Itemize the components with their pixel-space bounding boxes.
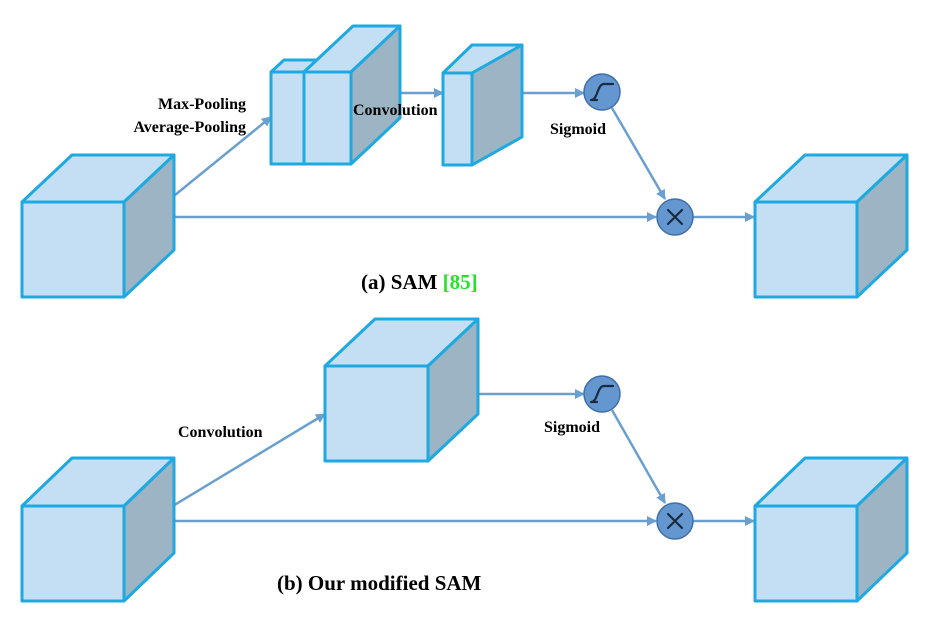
avg-pool-slab [302,24,402,166]
multiply-icon [666,512,684,530]
convolution-label-a: Convolution [353,102,438,119]
caption-a: (a) SAM [85] [361,270,478,294]
conv-output-slab-a [441,43,524,167]
sigmoid-curve-icon [589,82,615,102]
convolution-label-b: Convolution [178,424,263,441]
arrow-a-sigmoid-to-multiply [610,107,667,200]
multiply-node-b [656,502,694,540]
sigmoid-label-b: Sigmoid [544,419,600,436]
conv-output-cube-b [323,317,480,463]
output-feature-cube-a [753,153,909,299]
arrow-b-sigmoid-to-multiply [610,409,667,504]
output-feature-cube-b [753,456,909,603]
multiply-icon [666,208,684,226]
input-feature-cube-b [20,456,176,603]
caption-a-citation: [85] [443,270,478,294]
caption-a-text: (a) SAM [361,270,443,294]
diagram-a: Max-Pooling Average-Pooling Convolution … [20,24,909,299]
input-feature-cube-a [20,153,176,299]
sigmoid-label-a: Sigmoid [550,121,606,138]
sigmoid-curve-icon [589,384,615,404]
sigmoid-node-b [583,375,621,413]
caption-b: (b) Our modified SAM [277,571,482,595]
average-pooling-label: Average-Pooling [133,119,246,136]
max-pooling-label: Max-Pooling [158,96,246,113]
sigmoid-node-a [583,73,621,111]
multiply-node-a [656,198,694,236]
arrow-b-input-to-conv [147,412,326,523]
diagram-b: Convolution Sigmoid (b) Our modified SAM [20,317,909,603]
